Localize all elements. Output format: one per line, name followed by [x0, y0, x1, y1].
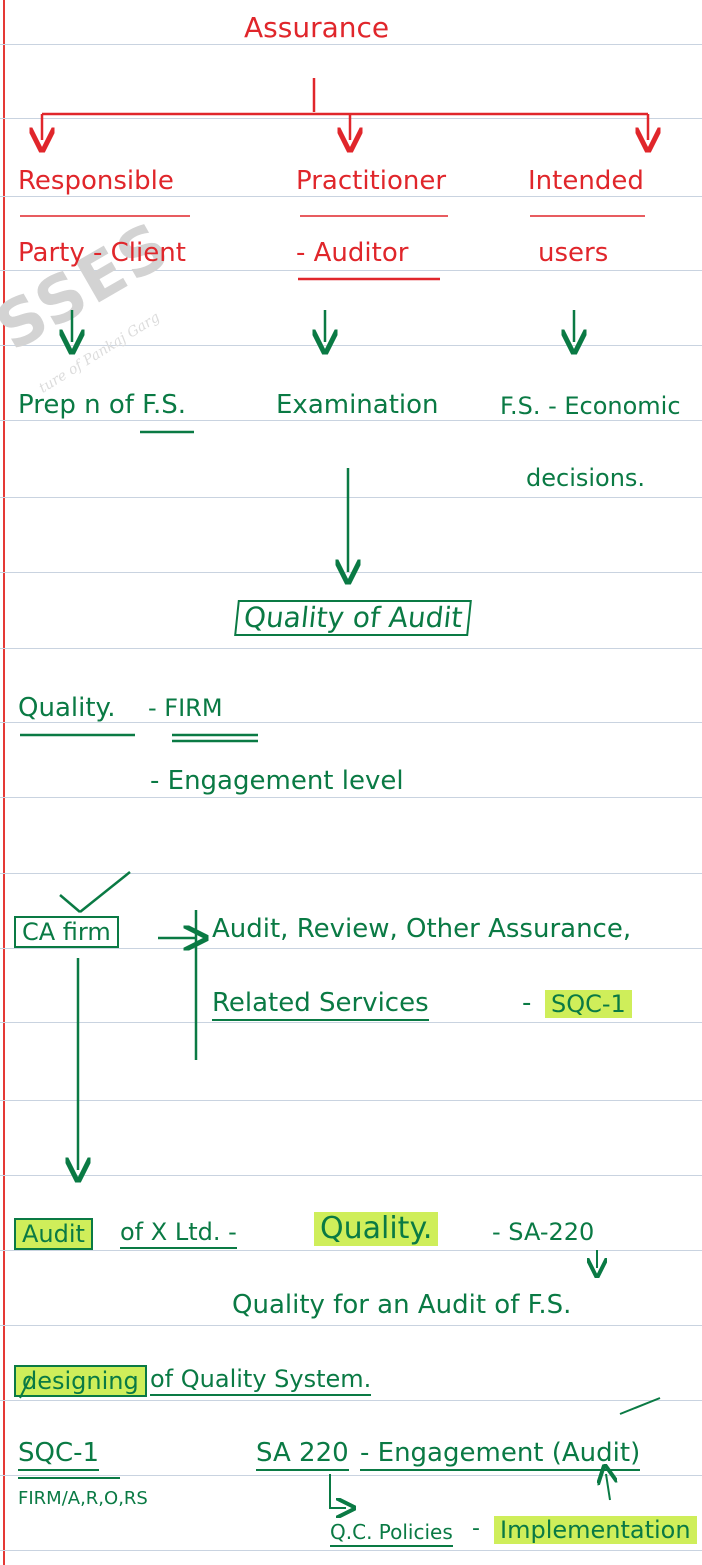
audit-of-x-ltd: of X Ltd. -	[120, 1220, 237, 1249]
page-margin-line	[3, 0, 5, 1565]
designing-rest: of Quality System.	[150, 1367, 372, 1396]
audit-box: Audit	[14, 1218, 93, 1250]
ruled-line	[0, 270, 702, 271]
ruled-line	[0, 1325, 702, 1326]
party-users-line1: Intended	[528, 166, 644, 196]
audit-description: Quality for an Audit of F.S.	[232, 1290, 572, 1320]
ruled-line	[0, 44, 702, 45]
ruled-line	[0, 196, 702, 197]
assurance-tree-red	[20, 78, 648, 281]
party-practitioner-line2: - Auditor	[296, 238, 409, 268]
party-users-role-2: decisions.	[526, 464, 646, 492]
party-users-line2: users	[538, 238, 609, 268]
footer-sa-220-engagement: - Engagement (Audit)	[360, 1440, 641, 1471]
ruled-line	[0, 1475, 702, 1476]
party-practitioner-line1: Practitioner	[296, 166, 447, 196]
quality-firm: - FIRM	[148, 694, 223, 722]
ruled-line	[0, 1250, 702, 1251]
quality-label: Quality.	[18, 693, 116, 723]
designing-box: designing	[14, 1365, 147, 1397]
party-responsible-line1: Responsible	[18, 166, 174, 196]
sa220-down-arrow	[19, 1250, 597, 1399]
footer-qc-policies: Q.C. Policies	[330, 1522, 453, 1547]
ca-firm-sqc-dash: -	[522, 988, 532, 1018]
footer-connectors	[18, 1397, 661, 1508]
ruled-line	[0, 1175, 702, 1176]
ruled-line	[0, 345, 702, 346]
ruled-line	[0, 497, 702, 498]
footer-sa-220: SA 220	[256, 1440, 349, 1471]
ruled-line	[0, 1400, 702, 1401]
audit-quality-highlight: Quality.	[314, 1212, 439, 1246]
ruled-line	[0, 722, 702, 723]
party-practitioner-role: Examination	[276, 390, 439, 420]
party-responsible-line2: Party - Client	[18, 238, 186, 268]
ruled-line	[0, 1100, 702, 1101]
footer-sqc-scope: FIRM/A,R,O,RS	[18, 1488, 148, 1509]
ca-firm-services-line2: Related Services	[212, 990, 429, 1021]
party-arrows-green	[20, 310, 574, 743]
page-title: Assurance	[244, 11, 390, 44]
ca-firm-sqc-highlight: SQC-1	[545, 990, 632, 1018]
ruled-line	[0, 948, 702, 949]
ruled-line	[0, 420, 702, 421]
ca-firm-services-line1: Audit, Review, Other Assurance,	[212, 914, 632, 944]
footer-qc-dash: -	[472, 1516, 480, 1541]
ruled-line	[0, 1022, 702, 1023]
footer-sqc: SQC-1	[18, 1440, 100, 1471]
ruled-line	[0, 797, 702, 798]
quality-engagement: - Engagement level	[150, 766, 404, 796]
ca-firm-box: CA firm	[14, 916, 119, 948]
party-responsible-role: Prep n of F.S.	[18, 390, 186, 420]
ruled-line	[0, 1550, 702, 1551]
ruled-line	[0, 873, 702, 874]
ca-firm-connectors	[59, 871, 196, 1170]
footer-implementation-highlight: Implementation	[494, 1516, 697, 1544]
audit-sa-220: - SA-220	[492, 1218, 595, 1246]
party-users-role: F.S. - Economic	[500, 392, 681, 420]
ruled-line	[0, 648, 702, 649]
